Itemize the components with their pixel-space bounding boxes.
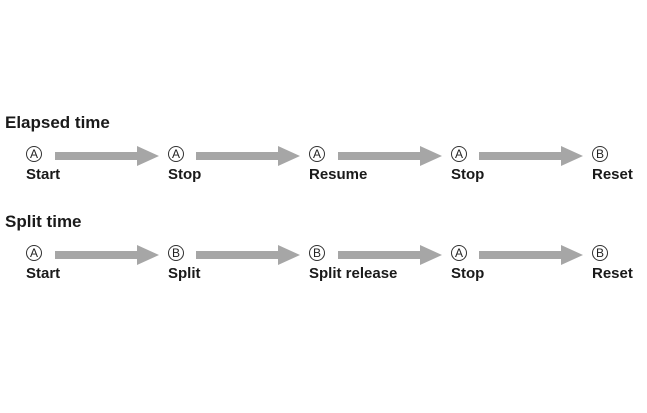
arrow-right-icon (338, 146, 442, 166)
step-label: Stop (451, 166, 485, 183)
button-a-icon: A (309, 146, 325, 162)
section-title-elapsed-time: Elapsed time (5, 113, 110, 132)
sequence-elapsed-time: A Start A Stop A Resume A Stop B Reset (0, 146, 647, 206)
step-label: Stop (451, 265, 485, 282)
arrow-right-icon (338, 245, 442, 265)
step-label: Resume (309, 166, 368, 183)
sequence-split-time: A Start B Split B Split release A Stop B… (0, 245, 647, 305)
button-b-icon: B (309, 245, 325, 261)
step-label: Split (168, 265, 201, 282)
arrow-right-icon (196, 245, 300, 265)
button-b-icon: B (592, 245, 608, 261)
button-b-icon: B (592, 146, 608, 162)
button-a-icon: A (168, 146, 184, 162)
step-label: Split release (309, 265, 398, 282)
step-label: Start (26, 265, 61, 282)
arrow-right-icon (196, 146, 300, 166)
arrow-right-icon (55, 245, 159, 265)
arrow-right-icon (479, 245, 583, 265)
section-title-split-time: Split time (5, 212, 82, 231)
step-label: Start (26, 166, 61, 183)
step-label: Reset (592, 166, 633, 183)
button-a-icon: A (26, 146, 42, 162)
step-label: Stop (168, 166, 202, 183)
button-a-icon: A (451, 146, 467, 162)
step-label: Reset (592, 265, 633, 282)
button-b-icon: B (168, 245, 184, 261)
button-a-icon: A (26, 245, 42, 261)
arrow-right-icon (55, 146, 159, 166)
button-a-icon: A (451, 245, 467, 261)
arrow-right-icon (479, 146, 583, 166)
